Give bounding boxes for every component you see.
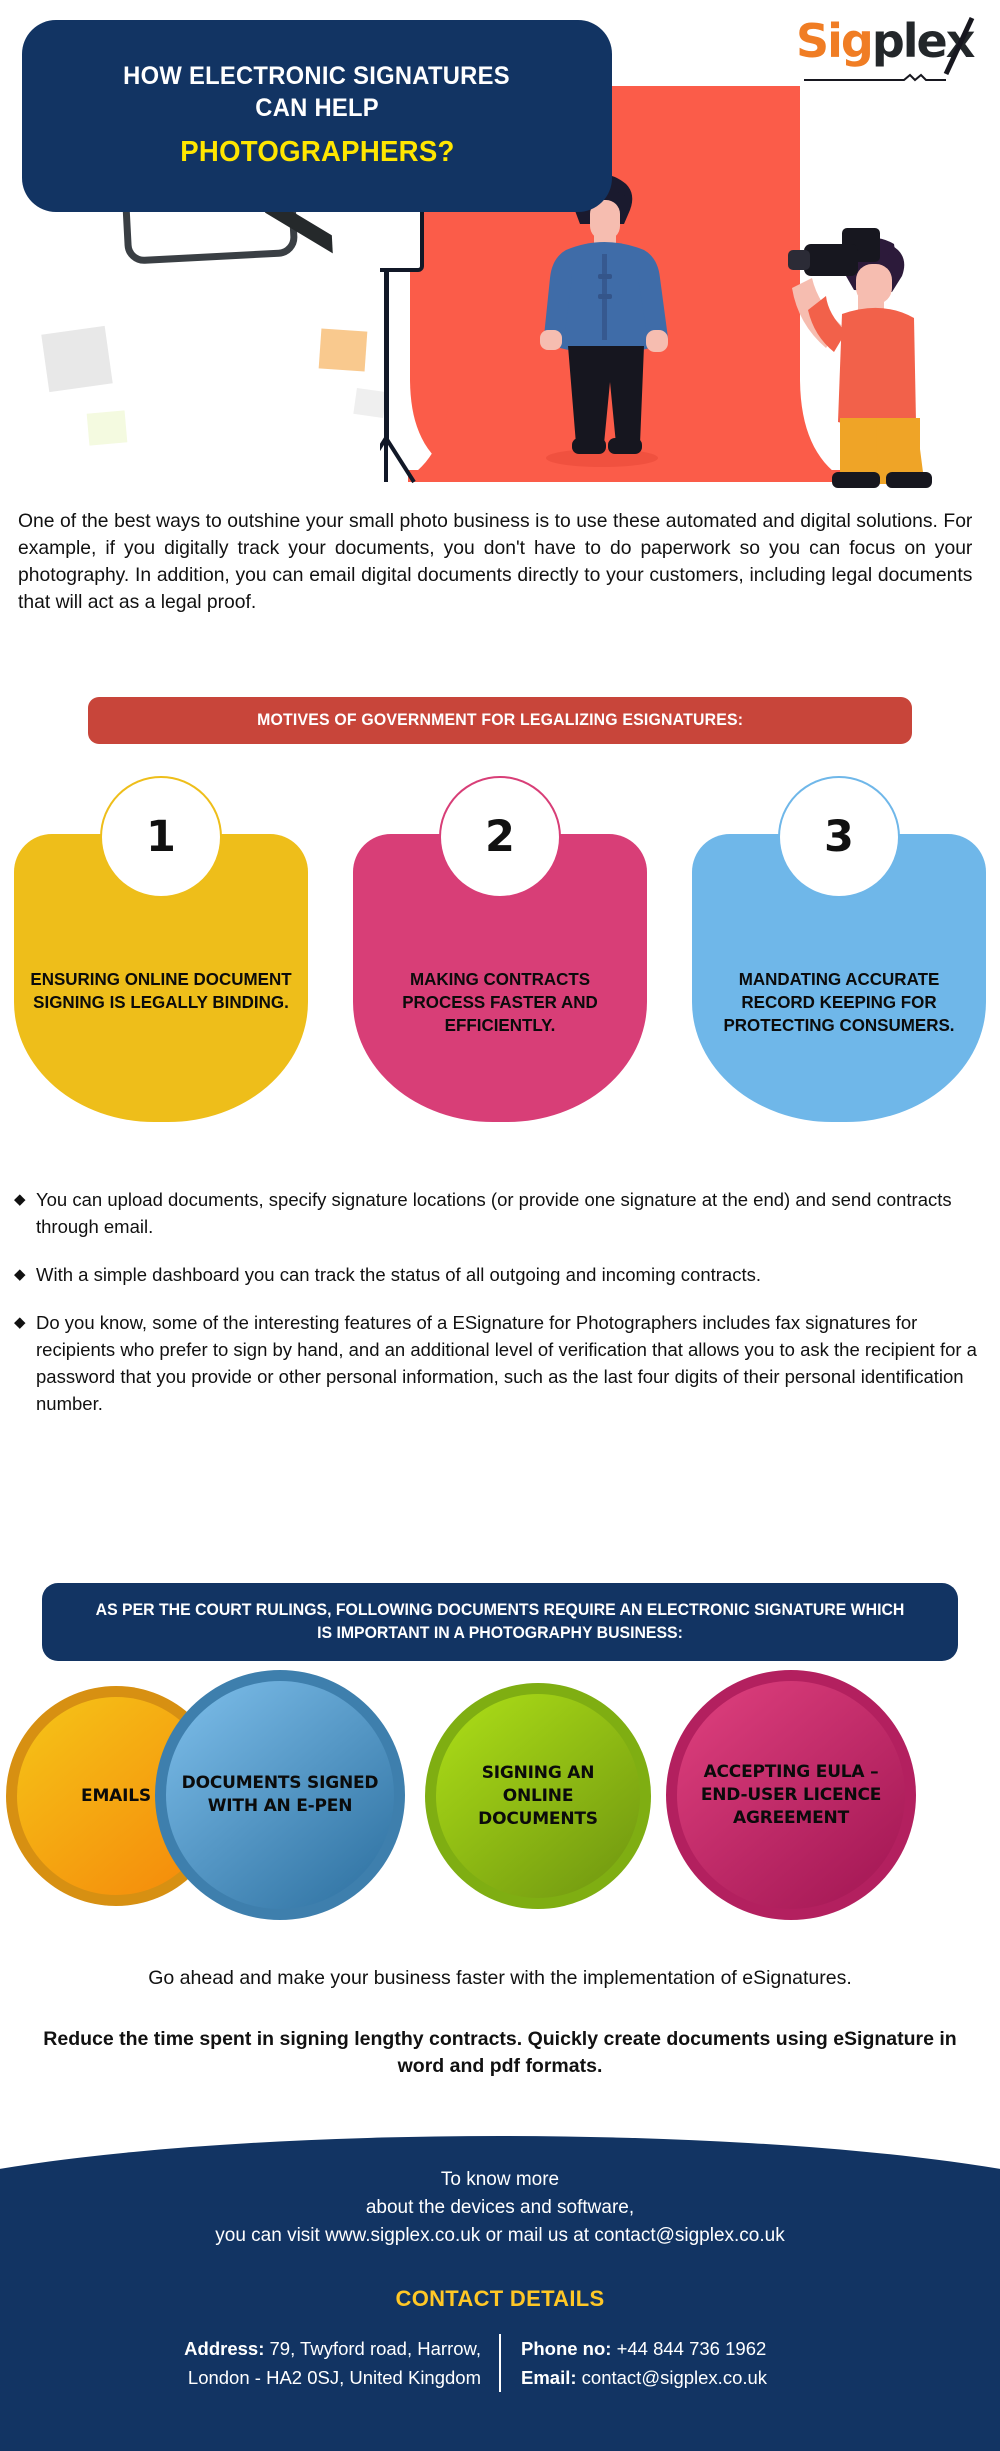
motive-number-3: 3 — [824, 811, 854, 862]
bullet-text-2: With a simple dashboard you can track th… — [36, 1264, 761, 1285]
motive-card-2: 2 MAKING CONTRACTS PROCESS FASTER AND EF… — [353, 778, 647, 1122]
motive-number-2: 2 — [485, 811, 515, 862]
phone-label: Phone no: — [521, 2338, 612, 2359]
diamond-bullet-icon: ◆ — [14, 1314, 26, 1331]
header-section: HOW ELECTRONIC SIGNATURES CAN HELP PHOTO… — [0, 0, 1000, 490]
closing-paragraph-1: Go ahead and make your business faster w… — [148, 1967, 852, 1989]
footer-know-more-line-3[interactable]: you can visit www.sigplex.co.uk or mail … — [215, 2225, 785, 2246]
motive-card-1: 1 ENSURING ONLINE DOCUMENT SIGNING IS LE… — [14, 778, 308, 1122]
phone-value: +44 844 736 1962 — [611, 2338, 767, 2359]
page-title-line-1: HOW ELECTRONIC SIGNATURES — [123, 62, 511, 91]
diamond-bullet-icon: ◆ — [14, 1266, 26, 1283]
decor-square-pale-yellow — [86, 410, 128, 446]
decor-square-grey — [41, 325, 113, 393]
motive-number-1: 1 — [146, 811, 176, 862]
page-title-accent: PHOTOGRAPHERS? — [179, 136, 455, 169]
page-title-line-2: CAN HELP — [255, 94, 379, 123]
address-line-1: Address: 79, Twyford road, Harrow, — [47, 2334, 481, 2363]
logo-text-sig: Sig — [796, 14, 874, 68]
sigplex-logo[interactable]: Sigplex — [796, 14, 986, 86]
contact-phone-email-column: Phone no: +44 844 736 1962 Email: contac… — [501, 2334, 953, 2392]
address-label: Address: — [184, 2338, 265, 2359]
diamond-bullet-icon: ◆ — [14, 1191, 26, 1208]
motives-group: 1 ENSURING ONLINE DOCUMENT SIGNING IS LE… — [0, 778, 1000, 1150]
motive-number-bubble-2: 2 — [441, 778, 559, 896]
title-card: HOW ELECTRONIC SIGNATURES CAN HELP PHOTO… — [22, 20, 612, 212]
motive-card-3: 3 MANDATING ACCURATE RECORD KEEPING FOR … — [692, 778, 986, 1122]
footer-know-more-line-1: To know more — [440, 2169, 560, 2190]
circle-text-2: DOCUMENTS SIGNED WITH AN E-PEN — [181, 1773, 379, 1816]
circle-inner-4: ACCEPTING EULA – END-USER LICENCE AGREEM… — [677, 1681, 905, 1909]
circle-text-3: SIGNING AN ONLINE DOCUMENTS — [478, 1762, 598, 1829]
circle-text-1: EMAILS — [81, 1785, 151, 1806]
motive-number-bubble-3: 3 — [780, 778, 898, 896]
email-label: Email: — [521, 2367, 577, 2388]
footer-curved-background — [0, 2136, 1000, 2451]
contact-address-column: Address: 79, Twyford road, Harrow, Londo… — [47, 2334, 499, 2392]
bullet-text-3: Do you know, some of the interesting fea… — [36, 1312, 977, 1414]
closing-paragraph-2: Reduce the time spent in signing lengthy… — [43, 2028, 957, 2077]
address-value-2: London - HA2 0SJ, United Kingdom — [187, 2367, 481, 2388]
list-item: ◆ Do you know, some of the interesting f… — [14, 1309, 986, 1417]
court-rulings-banner-text: AS PER THE COURT RULINGS, FOLLOWING DOCU… — [95, 1601, 905, 1642]
bullet-text-1: You can upload documents, specify signat… — [36, 1189, 952, 1237]
motive-text-1: ENSURING ONLINE DOCUMENT SIGNING IS LEGA… — [30, 969, 292, 1012]
motive-number-bubble-1: 1 — [102, 778, 220, 896]
contact-divider — [499, 2334, 501, 2392]
footer-section: To know more about the devices and softw… — [0, 2136, 1000, 2451]
motive-text-3: MANDATING ACCURATE RECORD KEEPING FOR PR… — [723, 969, 955, 1035]
list-item: ◆ With a simple dashboard you can track … — [14, 1261, 986, 1288]
contact-columns: Address: 79, Twyford road, Harrow, Londo… — [24, 2334, 976, 2392]
email-line[interactable]: Email: contact@sigplex.co.uk — [521, 2363, 953, 2392]
document-circle-eula: ACCEPTING EULA – END-USER LICENCE AGREEM… — [666, 1670, 916, 1920]
decor-square-orange — [318, 328, 368, 372]
circle-inner-3: SIGNING AN ONLINE DOCUMENTS — [436, 1694, 640, 1898]
address-value-1: 79, Twyford road, Harrow, — [264, 2338, 482, 2359]
logo-wordmark: Sigplex — [796, 14, 986, 68]
motives-banner: MOTIVES OF GOVERNMENT FOR LEGALIZING ESI… — [88, 697, 912, 744]
logo-text-plex: plex — [871, 14, 976, 68]
list-item: ◆ You can upload documents, specify sign… — [14, 1186, 986, 1240]
motives-banner-text: MOTIVES OF GOVERNMENT FOR LEGALIZING ESI… — [256, 711, 744, 729]
footer-know-more-line-2: about the devices and software, — [365, 2197, 635, 2218]
circle-inner-2: DOCUMENTS SIGNED WITH AN E-PEN — [166, 1681, 394, 1909]
motive-text-2: MAKING CONTRACTS PROCESS FASTER AND EFFI… — [402, 969, 598, 1035]
phone-line[interactable]: Phone no: +44 844 736 1962 — [521, 2334, 953, 2363]
contact-details-title: CONTACT DETAILS — [395, 2286, 605, 2311]
intro-paragraph: One of the best ways to outshine your sm… — [18, 510, 973, 613]
document-circle-epen: DOCUMENTS SIGNED WITH AN E-PEN — [155, 1670, 405, 1920]
circle-text-4: ACCEPTING EULA – END-USER LICENCE AGREEM… — [700, 1761, 882, 1828]
footer-know-more: To know more about the devices and softw… — [40, 2166, 960, 2250]
email-value: contact@sigplex.co.uk — [576, 2367, 768, 2388]
closing-section: Go ahead and make your business faster w… — [20, 1965, 980, 2080]
document-types-group: EMAILS DOCUMENTS SIGNED WITH AN E-PEN SI… — [0, 1670, 1000, 1920]
document-circle-online-documents: SIGNING AN ONLINE DOCUMENTS — [425, 1683, 651, 1909]
bullet-list: ◆ You can upload documents, specify sign… — [14, 1186, 986, 1438]
court-rulings-banner: AS PER THE COURT RULINGS, FOLLOWING DOCU… — [42, 1583, 958, 1661]
